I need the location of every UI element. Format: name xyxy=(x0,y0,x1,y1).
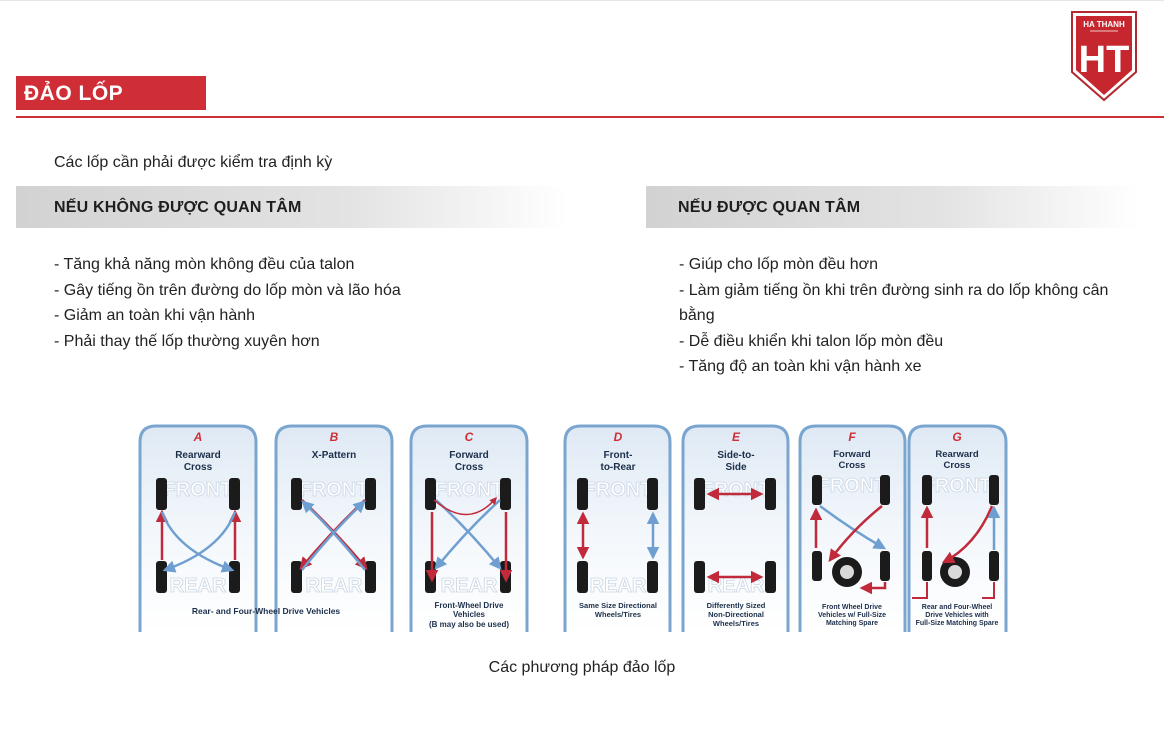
tire-rotation-diagram: A Rearward Cross B X-Pattern C Forward C… xyxy=(138,424,1008,632)
right-section-heading: NẾU ĐƯỢC QUAN TÂM xyxy=(678,199,861,216)
panel-title: Front- xyxy=(604,450,633,461)
ha-thanh-logo: HA THANH HT xyxy=(1071,11,1137,102)
front-label: FRONT xyxy=(702,479,771,501)
right-bullet-list: - Giúp cho lốp mòn đều hơn - Làm giảm ti… xyxy=(679,252,1119,380)
list-item: - Tăng khả năng mòn không đều của talon xyxy=(54,256,355,273)
spare-wheel xyxy=(832,557,970,587)
panel-g-frame xyxy=(907,424,1008,632)
list-item: - Tăng độ an toàn khi vận hành xe xyxy=(679,358,922,375)
panel-footer: Vehicles xyxy=(453,610,486,619)
list-item: - Giảm an toàn khi vận hành xyxy=(54,307,256,324)
top-divider xyxy=(0,0,1164,1)
panel-footer: Wheels/Tires xyxy=(713,619,759,628)
panel-title: Rearward xyxy=(175,450,221,461)
page-title: ĐẢO LỐP xyxy=(24,82,124,105)
front-label: FRONT xyxy=(435,479,504,501)
panel-letter: A xyxy=(193,430,203,444)
list-item: - Gây tiếng ồn trên đường do lốp mòn và … xyxy=(54,281,401,299)
tires xyxy=(156,475,999,593)
panel-letter: D xyxy=(614,430,623,444)
front-label: FRONT xyxy=(923,475,992,497)
intro-text: Các lốp cần phải được kiểm tra định kỳ xyxy=(54,154,333,171)
list-item: - Phải thay thế lốp thường xuyên hơn xyxy=(54,332,320,350)
panel-title: Cross xyxy=(944,460,971,471)
panel-footer: Differently Sized xyxy=(707,601,766,610)
panel-footer: Front Wheel Drive xyxy=(822,604,882,611)
front-label: FRONT xyxy=(164,479,233,501)
panel-letter: C xyxy=(465,430,474,444)
logo-text: HA THANH xyxy=(1083,20,1125,29)
rear-label: REAR xyxy=(441,575,498,597)
title-underline xyxy=(16,116,1164,118)
panel-letter: B xyxy=(330,430,339,444)
panel-footer: Full-Size Matching Spare xyxy=(916,620,999,627)
panel-d-frame xyxy=(563,424,672,632)
panel-footer: Drive Vehicles with xyxy=(925,612,988,619)
left-section-heading: NẾU KHÔNG ĐƯỢC QUAN TÂM xyxy=(54,199,302,216)
panel-footer: Non-Directional xyxy=(708,610,764,619)
front-label: FRONT xyxy=(818,475,887,497)
panel-footer: Same Size Directional xyxy=(579,601,657,610)
panel-letter: G xyxy=(952,430,961,444)
left-bullet-list: - Tăng khả năng mòn không đều của talon … xyxy=(54,252,554,354)
right-section-header: NẾU ĐƯỢC QUAN TÂM xyxy=(646,186,1140,228)
logo-monogram: HT xyxy=(1079,39,1130,81)
front-label: FRONT xyxy=(300,479,369,501)
list-item: - Làm giảm tiếng ồn khi trên đường sinh … xyxy=(679,281,1109,325)
panel-letter: E xyxy=(732,430,741,444)
section-title-banner: ĐẢO LỐP xyxy=(16,76,206,110)
diagram-caption: Các phương pháp đảo lốp xyxy=(488,659,676,676)
rear-label: REAR xyxy=(708,575,765,597)
left-section-header: NẾU KHÔNG ĐƯỢC QUAN TÂM xyxy=(16,186,568,228)
rear-label: REAR xyxy=(306,575,363,597)
panel-footer: Rear- and Four-Wheel Drive Vehicles xyxy=(192,606,341,616)
panel-footer: (B may also be used) xyxy=(429,620,509,629)
panel-letter: F xyxy=(848,430,856,444)
list-item: - Giúp cho lốp mòn đều hơn xyxy=(679,256,879,273)
panel-title: Cross xyxy=(455,462,484,473)
panel-title: X-Pattern xyxy=(312,450,356,461)
panel-footer: Matching Spare xyxy=(826,620,878,627)
panel-a-frame xyxy=(138,424,258,632)
panel-title: Forward xyxy=(833,449,871,460)
panel-b-frame xyxy=(274,424,394,632)
rear-label: REAR xyxy=(170,575,227,597)
panel-footer: Wheels/Tires xyxy=(595,610,641,619)
rear-label: REAR xyxy=(590,575,647,597)
panel-title: Rearward xyxy=(935,449,978,460)
panel-footer: Rear and Four-Wheel xyxy=(922,604,992,611)
panel-title: Forward xyxy=(449,450,488,461)
panel-title: to-Rear xyxy=(600,462,635,473)
panel-title: Side xyxy=(725,462,747,473)
panel-title: Side-to- xyxy=(717,450,754,461)
panel-footer: Front-Wheel Drive xyxy=(435,601,504,610)
panel-title: Cross xyxy=(839,460,866,471)
list-item: - Dễ điều khiển khi talon lốp mòn đều xyxy=(679,332,944,350)
panel-title: Cross xyxy=(184,462,213,473)
panel-footer: Vehicles w/ Full-Size xyxy=(818,612,886,619)
front-label: FRONT xyxy=(584,479,653,501)
